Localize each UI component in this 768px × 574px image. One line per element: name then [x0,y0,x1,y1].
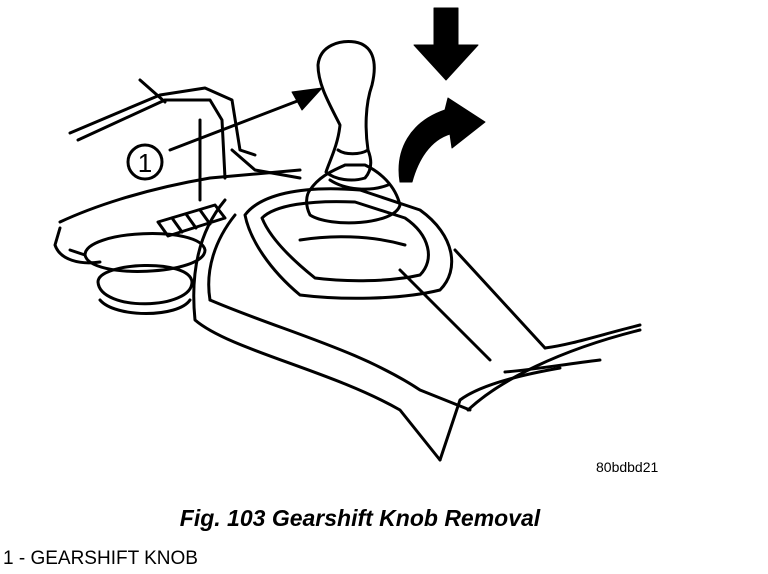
gearshift-illustration: 1 [53,7,642,462]
shifter-bezel [243,187,454,300]
shifter-boot [305,163,402,225]
callout-leader-arrow [168,87,323,152]
press-down-arrow-icon [413,7,479,81]
rotate-arrow-icon [398,97,486,183]
image-code: 80bdbd21 [596,459,659,475]
vent-grille [156,203,227,238]
dashboard-outline [53,78,302,265]
legend-item-1: 1 - GEARSHIFT KNOB [3,548,198,569]
figure-caption: Fig. 103 Gearshift Knob Removal [179,505,541,531]
callout-1: 1 [126,143,164,181]
console-body [192,198,642,462]
callout-number: 1 [138,148,152,178]
cup-holder [68,232,207,315]
gearshift-knob [316,40,376,182]
